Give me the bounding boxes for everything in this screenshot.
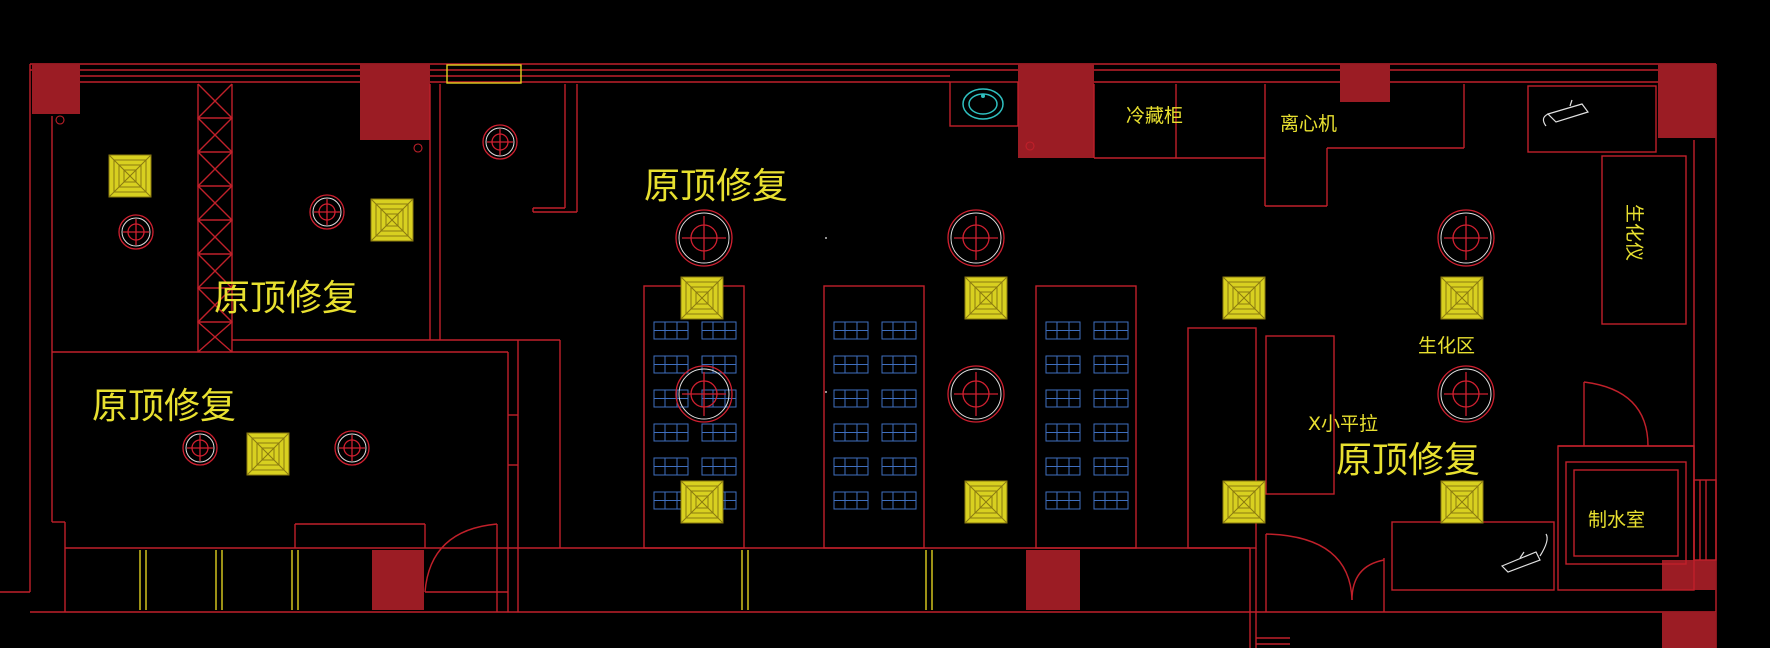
grid-panel-lamp-icon: [1045, 321, 1081, 340]
grid-panel-lamp-icon: [881, 491, 917, 510]
round-downlight-icon: [675, 365, 733, 423]
square-air-diffuser-icon: [964, 276, 1008, 320]
square-air-diffuser-icon: [680, 480, 724, 524]
bottom-vents: [139, 550, 933, 610]
grid-panel-lamp-icon: [701, 423, 737, 442]
grid-panel-lamp-icon: [833, 355, 869, 374]
panel-lamps: [653, 321, 1129, 510]
grid-panel-lamp-icon: [653, 355, 689, 374]
grid-panel-lamp-icon: [881, 423, 917, 442]
pipe-markers: [55, 115, 1035, 153]
centrifuge-label: 离心机: [1280, 113, 1337, 135]
grid-panel-lamp-icon: [1045, 457, 1081, 476]
round-downlight-icon: [1437, 209, 1495, 267]
grid-panel-lamp-icon: [833, 321, 869, 340]
grid-panel-lamp-icon: [653, 389, 689, 408]
restore-label-left-top: 原顶修复: [214, 278, 358, 319]
square-air-diffuser-icon: [1222, 276, 1266, 320]
square-air-diffuser-icon: [1440, 276, 1484, 320]
grid-panel-lamp-icon: [881, 457, 917, 476]
grid-panel-lamp-icon: [1045, 389, 1081, 408]
square-air-diffuser-icon: [1222, 480, 1266, 524]
round-downlight-icon: [947, 209, 1005, 267]
grid-panel-lamp-icon: [1093, 423, 1129, 442]
round-downlight-icon: [118, 214, 154, 250]
labels: 原顶修复 原顶修复 原顶修复 原顶修复 冷藏柜 离心机 生化区 制水室 X小平拉…: [92, 105, 1645, 531]
grid-panel-lamp-icon: [881, 321, 917, 340]
washbasin-icon: [962, 88, 1004, 120]
shower-faucet-icon: [1542, 99, 1589, 127]
structural-columns: [32, 64, 1716, 648]
square-air-diffuser-icon: [680, 276, 724, 320]
biochem-instrument-label: 生化仪: [1623, 204, 1645, 261]
round-downlight-icon: [1437, 365, 1495, 423]
round-downlight-icon: [182, 430, 218, 466]
top-window: [446, 64, 522, 84]
grid-panel-lamp-icon: [1045, 491, 1081, 510]
round-downlight-icon: [482, 124, 518, 160]
grid-panel-lamp-icon: [653, 423, 689, 442]
square-air-diffuser-icon: [1440, 480, 1484, 524]
square-air-diffuser-icon: [108, 154, 152, 198]
grid-panel-lamp-icon: [833, 389, 869, 408]
biochem-area-label: 生化区: [1418, 335, 1475, 357]
doors: [424, 381, 1649, 612]
bench-label: X小平拉: [1308, 413, 1378, 435]
square-air-diffuser-icon: [370, 198, 414, 242]
square-air-diffuser-icon: [964, 480, 1008, 524]
grid-panel-lamp-icon: [653, 457, 689, 476]
grid-panel-lamp-icon: [833, 491, 869, 510]
grid-panel-lamp-icon: [833, 457, 869, 476]
fridge-label: 冷藏柜: [1126, 105, 1183, 127]
restore-label-right: 原顶修复: [1336, 440, 1480, 481]
grid-panel-lamp-icon: [881, 389, 917, 408]
square-air-diffuser-icon: [246, 432, 290, 476]
round-downlight-icon: [675, 209, 733, 267]
grid-panel-lamp-icon: [833, 423, 869, 442]
water-room-label: 制水室: [1588, 509, 1645, 531]
round-downlight-icon: [334, 430, 370, 466]
shower-faucet-icon: [1500, 533, 1548, 573]
air-diffusers: [108, 154, 1484, 524]
grid-panel-lamp-icon: [1093, 389, 1129, 408]
grid-panel-lamp-icon: [1093, 457, 1129, 476]
round-downlight-icon: [309, 194, 345, 230]
restore-label-center: 原顶修复: [644, 166, 788, 207]
grid-panel-lamp-icon: [1045, 355, 1081, 374]
grid-panel-lamp-icon: [701, 321, 737, 340]
restore-label-left-bottom: 原顶修复: [92, 386, 236, 427]
grid-panel-lamp-icon: [701, 389, 737, 408]
grid-panel-lamp-icon: [701, 457, 737, 476]
grid-panel-lamp-icon: [881, 355, 917, 374]
grid-panel-lamp-icon: [1093, 355, 1129, 374]
grid-panel-lamp-icon: [1093, 321, 1129, 340]
grid-panel-lamp-icon: [1093, 491, 1129, 510]
grid-panel-lamp-icon: [1045, 423, 1081, 442]
round-downlight-icon: [947, 365, 1005, 423]
grid-panel-lamp-icon: [653, 321, 689, 340]
interior-walls: [52, 81, 1717, 648]
